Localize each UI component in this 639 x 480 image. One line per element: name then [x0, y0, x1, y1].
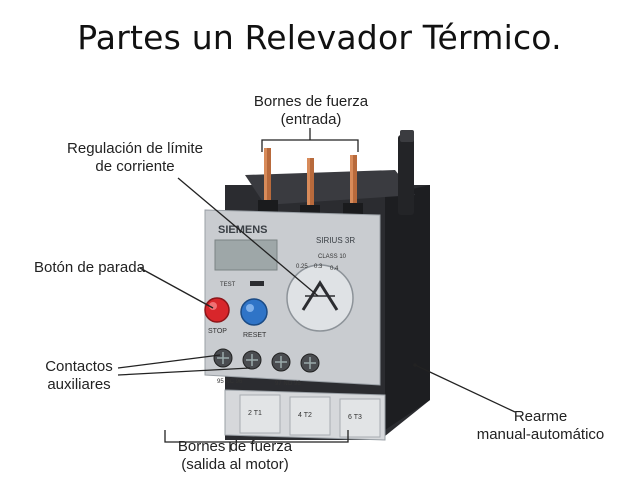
reset-clip — [398, 135, 414, 215]
brand-text: SIEMENS — [218, 224, 268, 236]
label-current-limit: Regulación de límite de corriente — [55, 140, 215, 176]
class-text: CLASS 10 — [318, 254, 347, 260]
label-aux-contacts-line2: auxiliares — [47, 376, 111, 393]
reset-text: RESET — [243, 332, 267, 339]
label-power-input-line2: (entrada) — [280, 111, 342, 128]
callout-lines — [117, 128, 516, 452]
label-current-limit-line2: de corriente — [95, 158, 175, 175]
terminal-label-6t3: 6 T3 — [348, 414, 362, 421]
label-power-output-line2: (salida al motor) — [181, 456, 289, 473]
aux-terminal-screws — [213, 348, 320, 373]
display-window — [214, 239, 278, 271]
current-dial — [286, 264, 354, 332]
label-power-output: Bornes de fuerza (salida al motor) — [160, 438, 310, 474]
aux-terminal-label-no: 97 NO 98 — [275, 381, 301, 387]
terminal-label-2t1: 2 T1 — [248, 410, 262, 417]
page-title: Partes un Relevador Térmico. — [77, 18, 562, 57]
housing-side — [385, 185, 430, 430]
label-power-output-line1: Bornes de fuerza — [177, 438, 293, 455]
dial-scale-2: 0.3 — [314, 264, 323, 270]
housing-top — [245, 170, 415, 205]
label-current-limit-line1: Regulación de límite — [67, 140, 203, 157]
label-power-input-line1: Bornes de fuerza — [253, 93, 369, 110]
label-aux-contacts-line1: Contactos — [45, 358, 113, 375]
reset-button — [240, 298, 268, 326]
label-stop-button: Botón de parada — [34, 259, 174, 277]
stop-button — [204, 297, 230, 323]
aux-terminal-label-nc: 95 NC 96 — [217, 379, 243, 385]
label-rearm-line1: Rearme — [513, 408, 568, 425]
dial-scale-1: 0.25 — [296, 264, 308, 270]
label-rearm-line2: manual-automático — [476, 426, 605, 443]
model-text: SIRIUS 3R — [316, 236, 355, 245]
test-slider — [250, 281, 264, 286]
test-text: TEST — [220, 282, 236, 288]
dial-scale-3: 0.4 — [330, 266, 339, 272]
label-rearm: Rearme manual-automático — [468, 408, 613, 444]
label-aux-contacts: Contactos auxiliares — [38, 358, 120, 394]
label-stop-button-line1: Botón de parada — [34, 259, 145, 276]
stop-text: STOP — [208, 328, 227, 335]
label-power-input: Bornes de fuerza (entrada) — [236, 93, 386, 129]
terminal-label-4t2: 4 T2 — [298, 412, 312, 419]
